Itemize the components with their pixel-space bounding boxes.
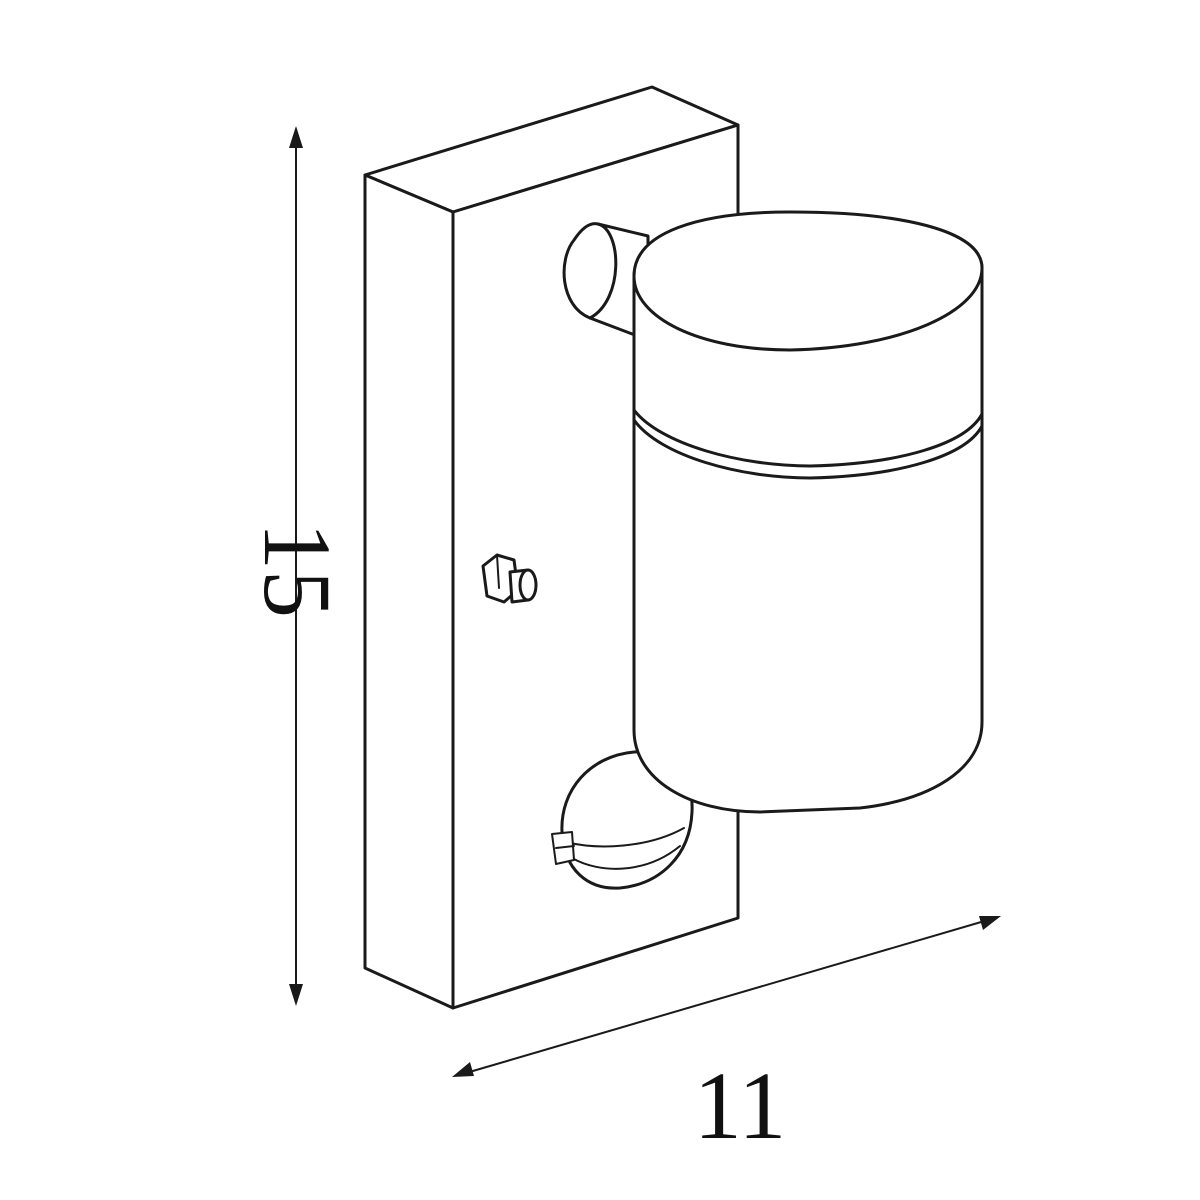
lamp-cylinder	[632, 210, 984, 814]
height-label: 15	[244, 522, 351, 618]
fixing-screw	[481, 553, 538, 604]
width-dimension: 11	[452, 916, 1001, 1159]
height-dimension: 15	[244, 126, 351, 1006]
width-arrow-left	[452, 1062, 474, 1077]
back-plate-side-face	[363, 173, 455, 1010]
mounting-arm	[562, 222, 650, 342]
mounting-arm-body	[562, 222, 650, 342]
screw-hex-edge	[496, 554, 500, 589]
lamp-ring-lower	[632, 418, 984, 480]
sensor-dome-rim	[565, 827, 685, 848]
height-arrow-bottom	[289, 984, 303, 1006]
screw-tip	[518, 568, 538, 602]
mounting-arm-end	[588, 222, 618, 320]
lamp-ring-upper	[632, 408, 984, 468]
lamp-top-cap	[632, 210, 984, 352]
height-arrow-top	[289, 126, 303, 148]
sensor-clip-line	[555, 845, 575, 849]
width-arrow-right	[979, 916, 1001, 930]
width-dimension-line	[465, 919, 989, 1074]
width-label: 11	[694, 1052, 786, 1159]
sensor-dome-lower	[571, 845, 681, 870]
